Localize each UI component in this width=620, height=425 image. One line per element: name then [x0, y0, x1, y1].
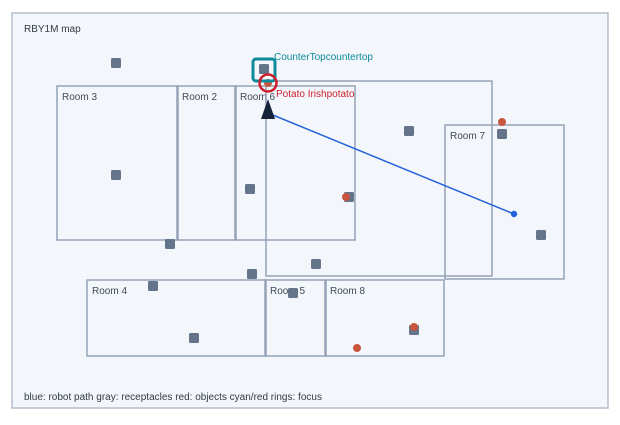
focus-object-label: Potato Irishpotato [276, 89, 355, 100]
robot-path-goal [510, 210, 518, 218]
room-outline [56, 85, 179, 241]
room-outline [265, 80, 493, 277]
rooms-layer: Room 3 Room 2 Room 6 Room 7 Room 4 Room 5 Room… [56, 80, 565, 357]
room-label: Room 4 [92, 286, 127, 297]
room-outline [264, 279, 327, 357]
receptacle-marker [497, 129, 507, 139]
room-outline [234, 85, 356, 241]
object-marker [353, 344, 361, 352]
focus-receptacle-ring [251, 57, 277, 83]
room-label: Room 2 [182, 92, 217, 103]
room-outline [176, 85, 237, 241]
receptacle-marker [111, 170, 121, 180]
robot-path-layer [267, 112, 518, 218]
room-label: Room 5 [270, 286, 305, 297]
focus-object-ring [258, 73, 278, 93]
object-marker [410, 323, 418, 331]
room-label: Room 6 [240, 92, 275, 103]
receptacle-marker [189, 333, 199, 343]
robot-marker [261, 99, 275, 119]
room-outline [86, 279, 267, 357]
receptacle-marker [111, 58, 121, 68]
room-label: Room 8 [330, 286, 365, 297]
receptacle-marker [404, 126, 414, 136]
room-label: Room 7 [450, 131, 485, 142]
object-marker [498, 118, 506, 126]
receptacle-marker [536, 230, 546, 240]
map-frame [11, 12, 609, 409]
map-legend: blue: robot path gray: receptacles red: … [24, 392, 322, 403]
robot-path-line [267, 112, 515, 215]
receptacle-marker [259, 64, 269, 74]
map-title: RBY1M map [24, 24, 81, 35]
receptacle-marker [288, 288, 298, 298]
room-outline [324, 279, 445, 357]
receptacle-marker [311, 259, 321, 269]
focus-receptacle-label: CounterTopcountertop [274, 52, 373, 63]
object-marker [342, 193, 350, 201]
receptacle-marker [148, 281, 158, 291]
receptacle-marker [245, 184, 255, 194]
room-label: Room 3 [62, 92, 97, 103]
receptacle-marker [165, 239, 175, 249]
objects-layer [264, 79, 506, 352]
receptacle-marker [247, 269, 257, 279]
